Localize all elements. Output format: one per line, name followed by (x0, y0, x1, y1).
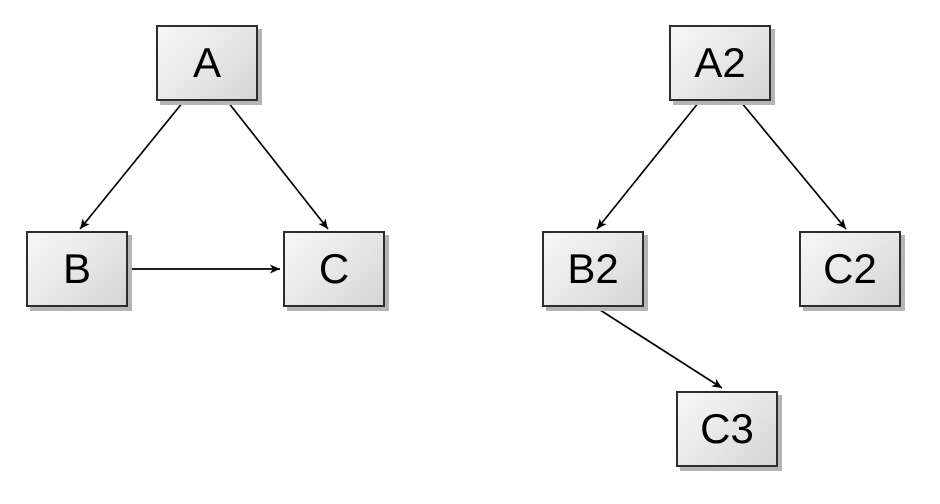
node-C: C (283, 231, 385, 307)
node-C2-label: C2 (823, 245, 877, 292)
node-C-label: C (318, 245, 350, 292)
edge-A-C (227, 101, 329, 230)
edge-B2-C3 (596, 307, 723, 389)
node-C2: C2 (799, 231, 901, 307)
node-A2: A2 (669, 25, 771, 101)
node-C3-label: C3 (700, 405, 754, 452)
node-A2-label: A2 (694, 39, 746, 86)
node-A: A (156, 25, 258, 101)
edge-A-B (79, 101, 184, 230)
node-A-label: A (192, 39, 221, 86)
edge-A2-B2 (596, 101, 700, 230)
node-B2-label: B2 (567, 245, 619, 292)
node-C3: C3 (676, 391, 778, 467)
node-B: B (26, 231, 128, 307)
node-B-label: B (62, 245, 91, 292)
edge-A2-C2 (740, 101, 847, 230)
node-B2: B2 (542, 231, 644, 307)
